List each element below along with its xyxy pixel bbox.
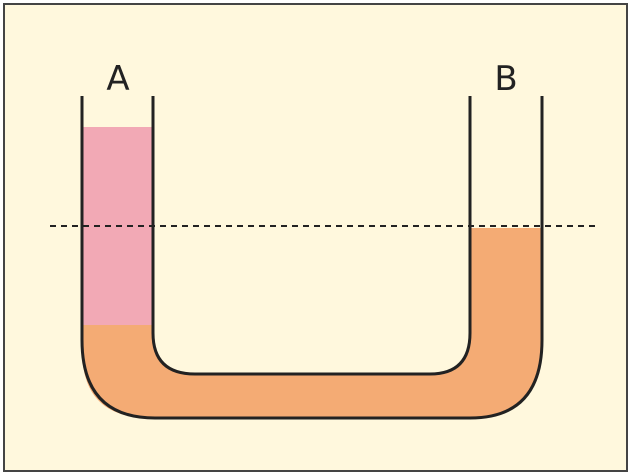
- tube-a-label: A: [106, 59, 129, 99]
- tube-b-label: B: [494, 59, 517, 99]
- tube-outer-wall: [80, 96, 544, 420]
- tube-inner-wall: [151, 96, 472, 376]
- dense-liquid-u-bend: [82, 228, 542, 418]
